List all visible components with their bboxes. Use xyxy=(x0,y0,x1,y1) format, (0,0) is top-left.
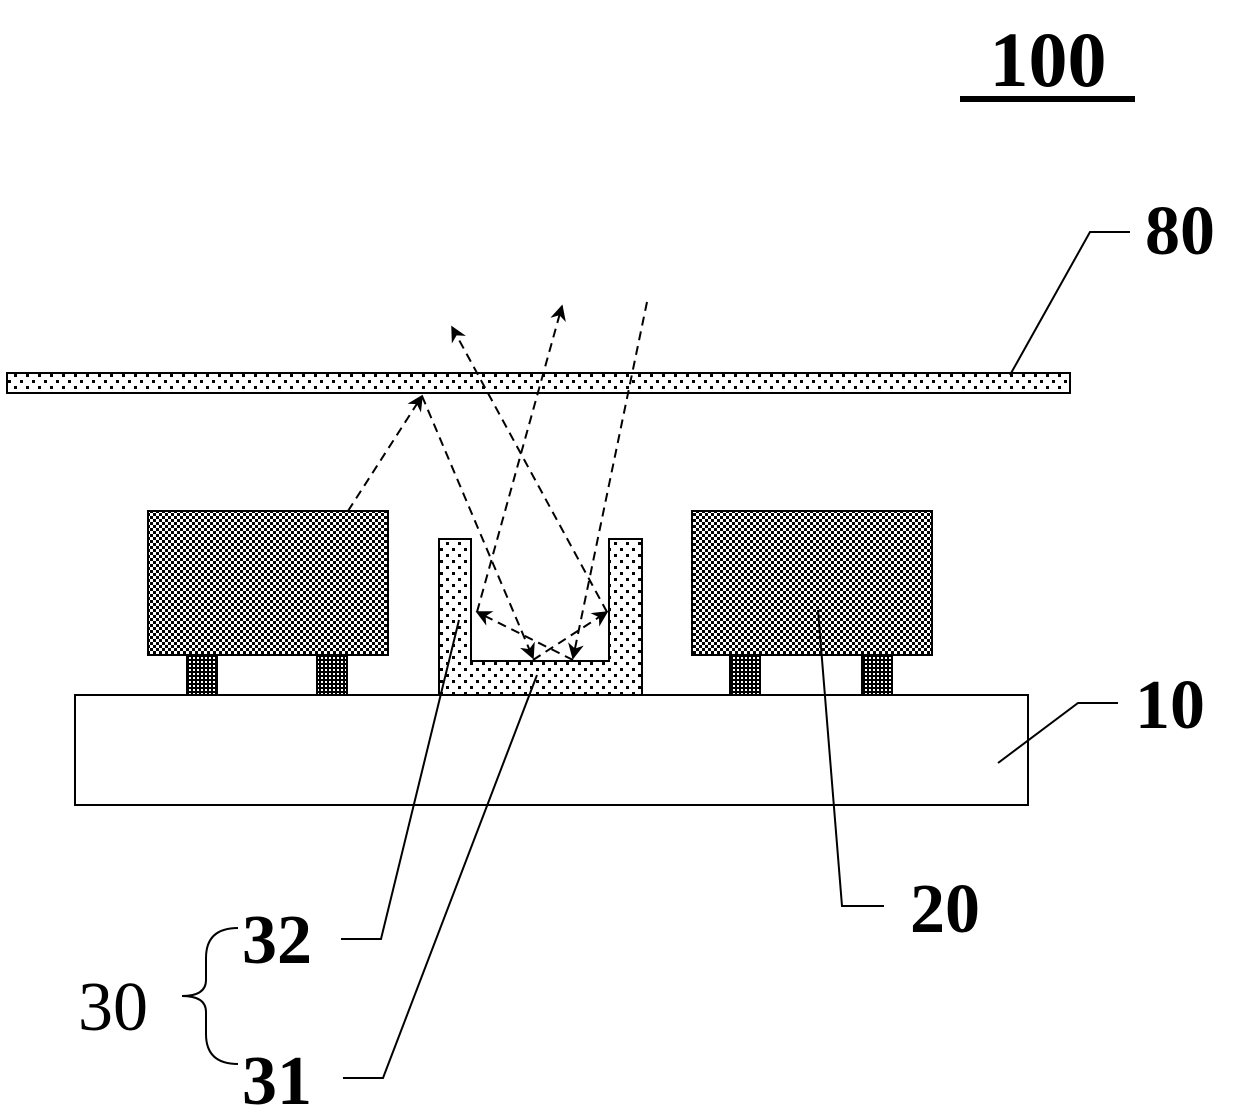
u-reflector xyxy=(439,539,642,695)
figure-number-group: 100 xyxy=(960,16,1135,103)
label-31: 31 xyxy=(242,1043,312,1115)
right-chip-bump-2 xyxy=(862,655,892,695)
ray-bottom-to-leftwall xyxy=(477,612,573,660)
right-chip-bump-1 xyxy=(730,655,760,695)
right-chip-body xyxy=(692,511,932,655)
right-chip xyxy=(692,511,932,695)
group-brace xyxy=(182,928,238,1064)
label-80: 80 xyxy=(1145,193,1215,270)
left-chip xyxy=(148,511,388,695)
ray-chip-to-cover xyxy=(348,396,422,511)
left-chip-bump-2 xyxy=(317,655,347,695)
light-rays xyxy=(348,302,647,660)
label-20: 20 xyxy=(910,871,980,948)
ray-leftwall-up xyxy=(477,306,562,612)
leader-80 xyxy=(1010,232,1130,375)
ray-rightwall-up xyxy=(452,327,607,612)
figure-number: 100 xyxy=(990,16,1107,103)
substrate xyxy=(75,695,1028,805)
label-32: 32 xyxy=(242,902,312,979)
ray-bottom-to-rightwall xyxy=(533,612,607,660)
left-chip-body xyxy=(148,511,388,655)
label-30: 30 xyxy=(78,969,148,1046)
left-chip-bump-1 xyxy=(187,655,217,695)
label-10: 10 xyxy=(1135,667,1205,744)
